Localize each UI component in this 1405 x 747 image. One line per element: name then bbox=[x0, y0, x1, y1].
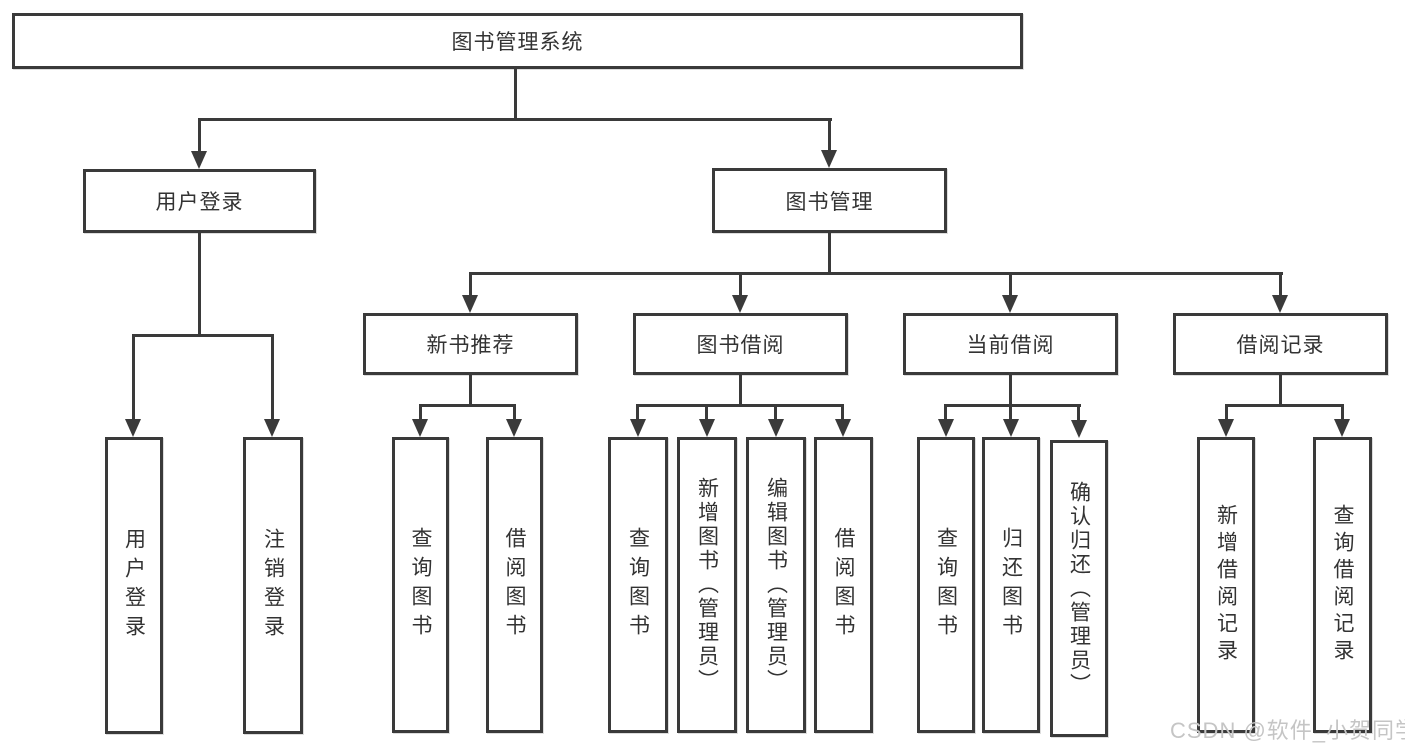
leaf-cb-confirm-return-label: 确认归还（管理员） bbox=[1067, 480, 1091, 697]
connector-user-crossbar bbox=[132, 334, 274, 337]
leaf-rec-query-book: 查询图书 bbox=[392, 437, 449, 733]
connector-bb-1 bbox=[636, 404, 639, 420]
connector-br-right bbox=[1341, 404, 1344, 420]
csdn-watermark: CSDN @软件_小贺同学 bbox=[1170, 718, 1405, 743]
leaf-bb-borrow-book: 借阅图书 bbox=[814, 437, 873, 733]
node-book-borrow: 图书借阅 bbox=[633, 313, 848, 375]
connector-root-crossbar bbox=[198, 118, 832, 121]
node-borrow-records: 借阅记录 bbox=[1173, 313, 1388, 375]
leaf-bb-add-book-label: 新增图书（管理员） bbox=[695, 477, 719, 693]
arrow-down-icon bbox=[768, 419, 784, 437]
node-current-borrow-label: 当前借阅 bbox=[966, 334, 1055, 357]
leaf-logout: 注销登录 bbox=[243, 437, 303, 734]
connector-to-new-book-rec bbox=[469, 272, 472, 297]
arrow-down-icon bbox=[1003, 419, 1019, 437]
node-user-login-label: 用户登录 bbox=[155, 191, 244, 214]
leaf-logout-label: 注销登录 bbox=[261, 527, 285, 644]
leaf-cb-return-book: 归还图书 bbox=[982, 437, 1040, 733]
leaf-bb-edit-book-label: 编辑图书（管理员） bbox=[764, 477, 788, 693]
leaf-bb-query-book-label: 查询图书 bbox=[626, 527, 650, 643]
connector-bb-3 bbox=[774, 404, 777, 420]
node-root-label: 图书管理系统 bbox=[451, 31, 584, 54]
leaf-br-add-record: 新增借阅记录 bbox=[1197, 437, 1255, 733]
connector-bb-4 bbox=[841, 404, 844, 420]
connector-root-stem bbox=[514, 68, 517, 120]
leaf-cb-confirm-return: 确认归还（管理员） bbox=[1050, 440, 1108, 737]
connector-rec-right bbox=[513, 404, 516, 420]
leaf-cb-query-book: 查询图书 bbox=[917, 437, 975, 733]
connector-cb-3 bbox=[1077, 404, 1080, 420]
connector-cb-2 bbox=[1009, 404, 1012, 420]
connector-rec-crossbar bbox=[419, 404, 516, 407]
connector-to-current-borrow bbox=[1009, 272, 1012, 297]
connector-books-crossbar bbox=[469, 272, 1283, 275]
connector-user-stem bbox=[198, 233, 201, 337]
node-new-book-rec: 新书推荐 bbox=[363, 313, 578, 375]
arrow-down-icon bbox=[506, 419, 522, 437]
node-book-borrow-label: 图书借阅 bbox=[696, 334, 785, 357]
leaf-rec-borrow-book-label: 借阅图书 bbox=[503, 527, 526, 643]
leaf-bb-query-book: 查询图书 bbox=[608, 437, 668, 733]
arrow-down-icon bbox=[821, 150, 837, 168]
leaf-bb-borrow-book-label: 借阅图书 bbox=[832, 527, 855, 643]
leaf-cb-return-book-label: 归还图书 bbox=[999, 527, 1023, 643]
connector-rec-stem bbox=[469, 375, 472, 406]
connector-to-book-borrow bbox=[739, 272, 742, 297]
leaf-user-login-label: 用户登录 bbox=[122, 527, 146, 644]
leaf-br-query-record: 查询借阅记录 bbox=[1313, 437, 1372, 733]
arrow-down-icon bbox=[125, 419, 141, 437]
leaf-rec-query-book-label: 查询图书 bbox=[409, 527, 432, 643]
connector-cb-stem bbox=[1009, 375, 1012, 406]
connector-to-login bbox=[132, 334, 135, 420]
arrow-down-icon bbox=[1071, 420, 1087, 438]
connector-bb-crossbar bbox=[636, 404, 844, 407]
node-book-mgmt-label: 图书管理 bbox=[785, 190, 874, 214]
connector-rec-left bbox=[419, 404, 422, 420]
connector-br-left bbox=[1225, 404, 1228, 420]
arrow-down-icon bbox=[412, 419, 428, 437]
leaf-user-login: 用户登录 bbox=[105, 437, 163, 734]
connector-cb-1 bbox=[944, 404, 947, 420]
connector-cb-crossbar bbox=[944, 404, 1081, 407]
leaf-br-query-record-label: 查询借阅记录 bbox=[1331, 504, 1354, 666]
connector-br-crossbar bbox=[1225, 404, 1344, 407]
arrow-down-icon bbox=[1218, 419, 1234, 437]
connector-bb-stem bbox=[739, 375, 742, 406]
leaf-br-add-record-label: 新增借阅记录 bbox=[1214, 504, 1238, 666]
arrow-down-icon bbox=[462, 295, 478, 313]
leaf-cb-query-book-label: 查询图书 bbox=[934, 527, 958, 643]
connector-br-stem bbox=[1279, 375, 1282, 406]
leaf-rec-borrow-book: 借阅图书 bbox=[486, 437, 543, 733]
arrow-down-icon bbox=[1272, 295, 1288, 313]
node-new-book-rec-label: 新书推荐 bbox=[426, 334, 515, 357]
arrow-down-icon bbox=[938, 419, 954, 437]
arrow-down-icon bbox=[732, 295, 748, 313]
arrow-down-icon bbox=[1002, 295, 1018, 313]
connector-bb-2 bbox=[705, 404, 708, 420]
arrow-down-icon bbox=[191, 151, 207, 169]
node-book-mgmt: 图书管理 bbox=[712, 168, 947, 233]
leaf-bb-add-book: 新增图书（管理员） bbox=[677, 437, 737, 733]
connector-books-stem bbox=[828, 233, 831, 274]
leaf-bb-edit-book: 编辑图书（管理员） bbox=[746, 437, 806, 733]
arrow-down-icon bbox=[630, 419, 646, 437]
arrow-down-icon bbox=[1334, 419, 1350, 437]
arrow-down-icon bbox=[264, 419, 280, 437]
node-current-borrow: 当前借阅 bbox=[903, 313, 1118, 375]
connector-to-logout bbox=[271, 334, 274, 420]
arrow-down-icon bbox=[835, 419, 851, 437]
node-root: 图书管理系统 bbox=[12, 13, 1023, 69]
connector-to-user-login bbox=[198, 118, 201, 152]
arrow-down-icon bbox=[699, 419, 715, 437]
connector-to-borrow-records bbox=[1279, 272, 1282, 297]
node-user-login: 用户登录 bbox=[83, 169, 316, 233]
node-borrow-records-label: 借阅记录 bbox=[1236, 334, 1325, 357]
connector-to-book-mgmt bbox=[828, 118, 831, 151]
